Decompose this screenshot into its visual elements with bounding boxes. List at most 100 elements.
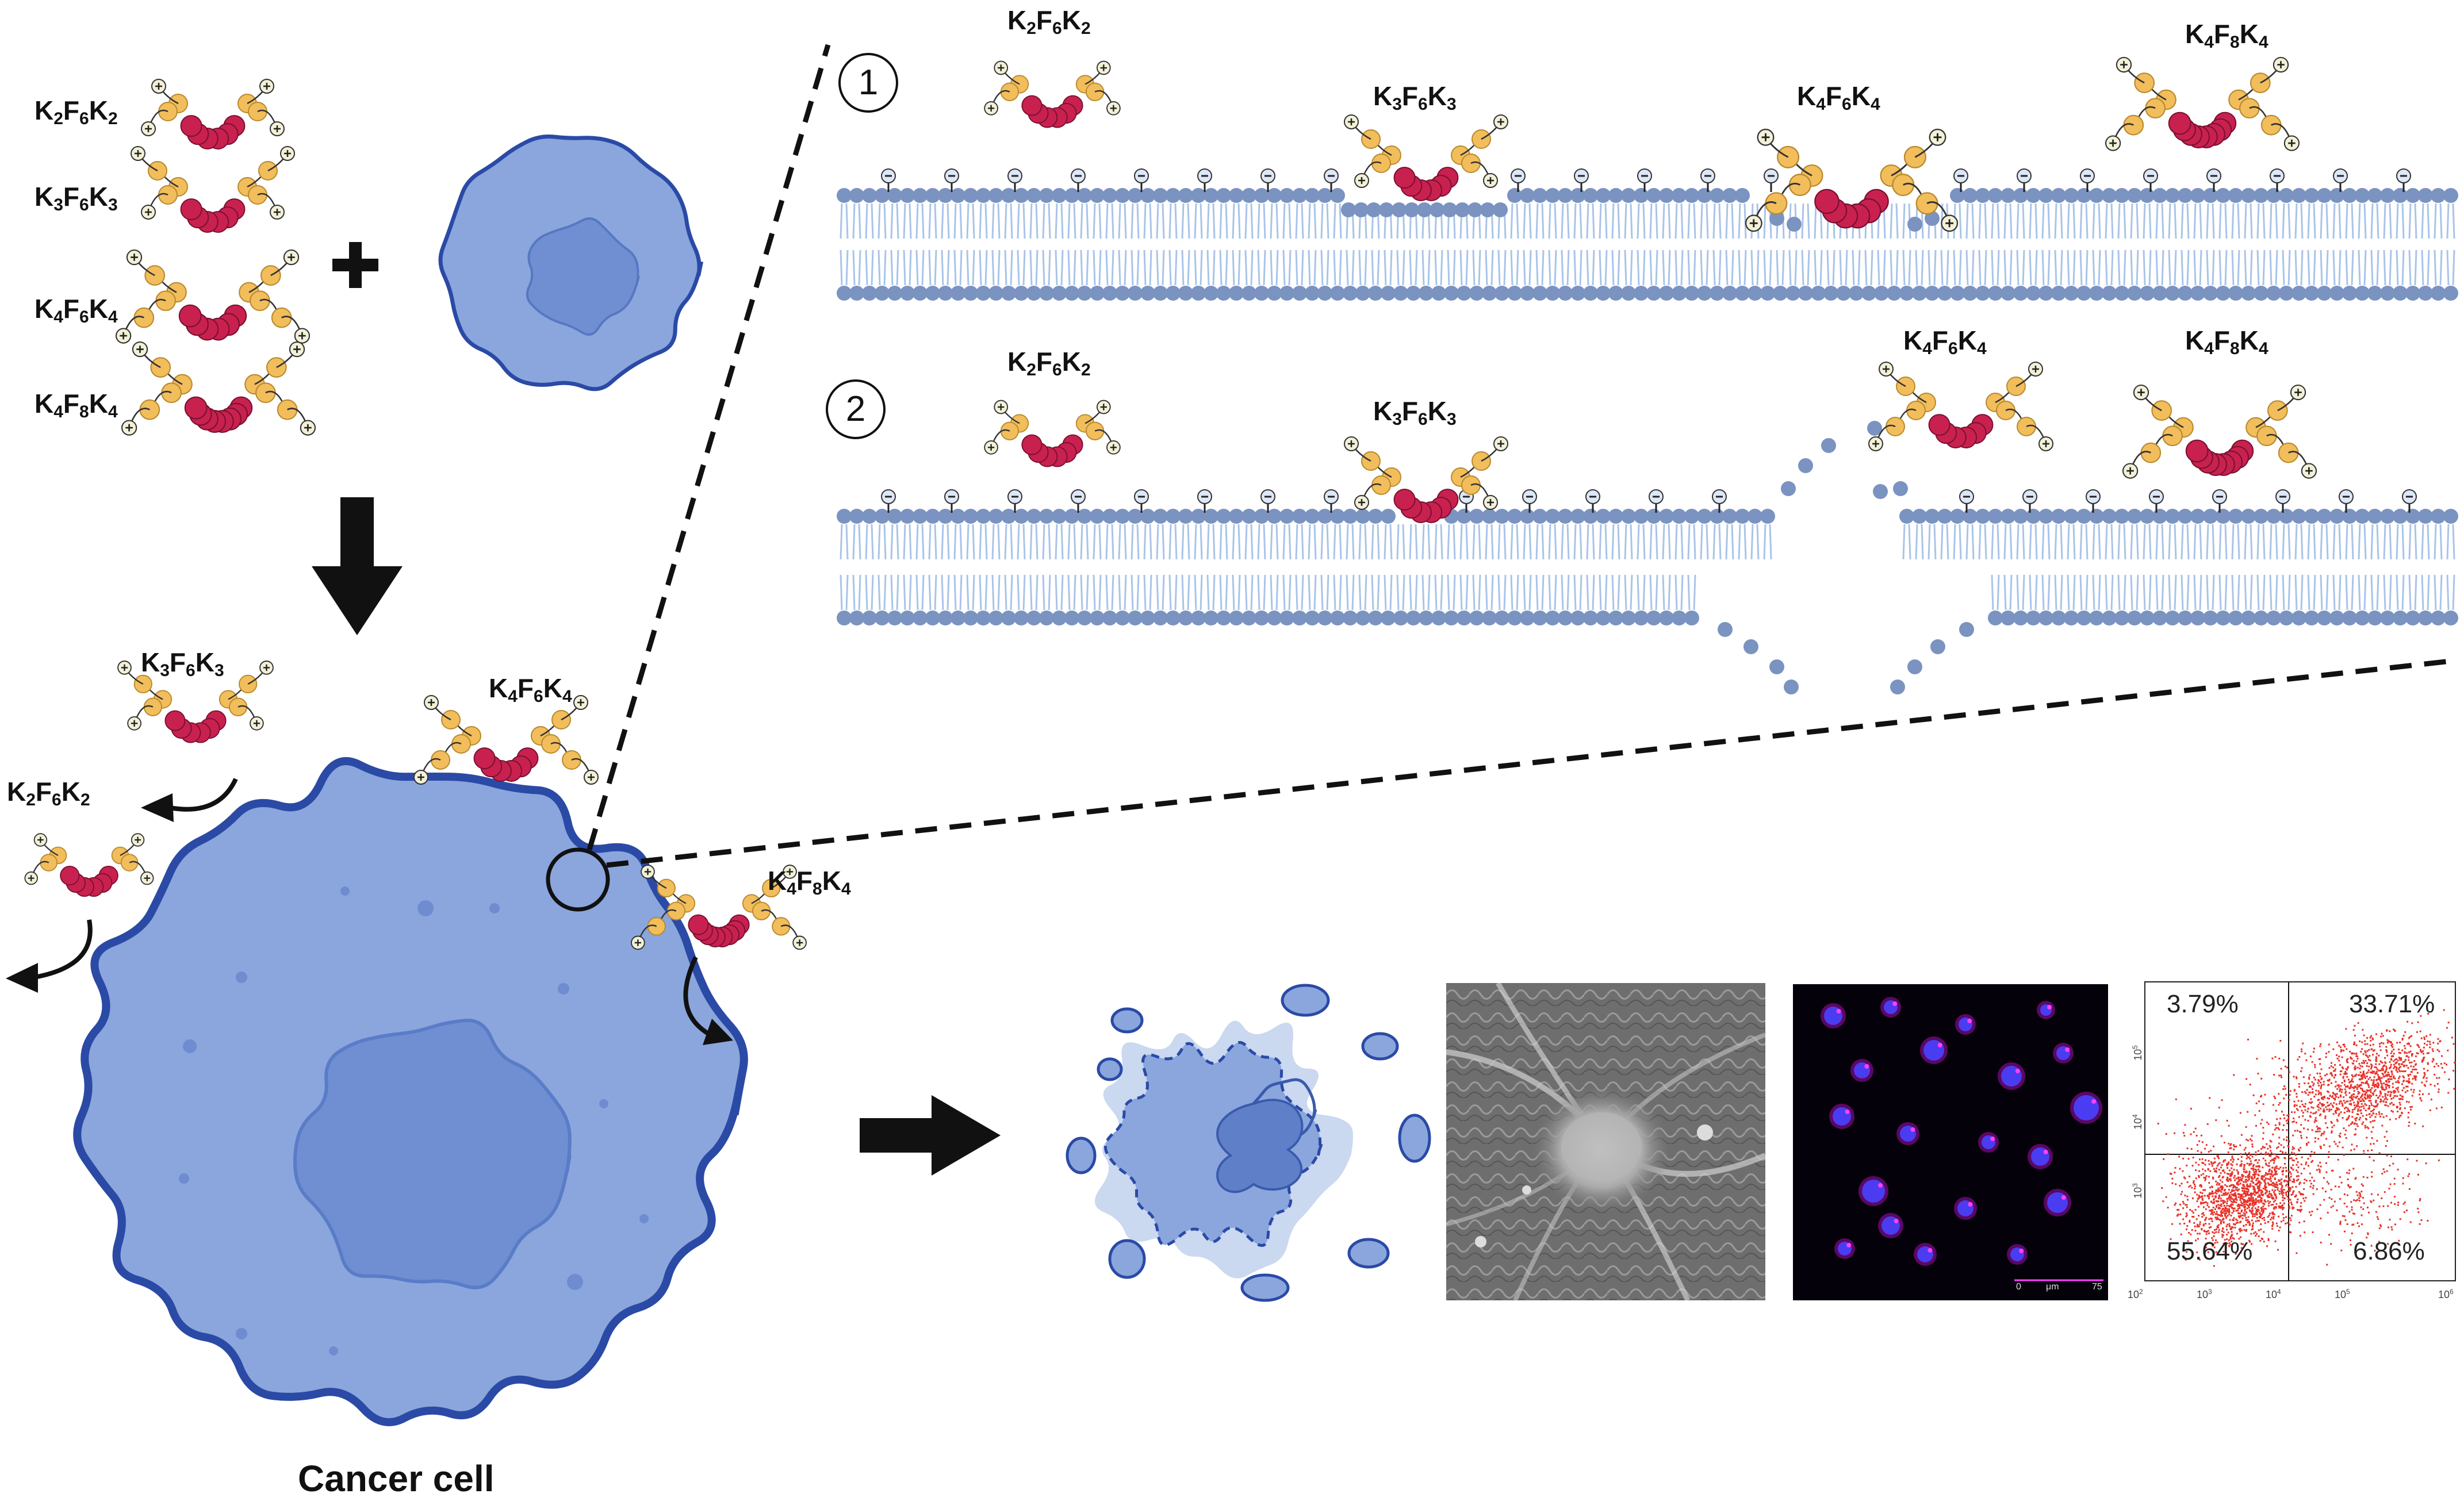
flow-event <box>2310 1102 2312 1104</box>
lipid-head <box>1469 509 1484 524</box>
flow-event <box>2249 1084 2251 1086</box>
flow-event <box>2355 1119 2357 1122</box>
flow-cytometry-plot <box>2144 981 2456 1281</box>
flow-event <box>2198 1170 2201 1172</box>
flow-event <box>2419 1097 2421 1100</box>
flow-event <box>2402 1096 2404 1098</box>
lipid-head <box>1001 286 1016 301</box>
flow-event <box>2375 1058 2378 1060</box>
flow-event <box>2319 1114 2321 1116</box>
flow-event <box>2179 1213 2182 1215</box>
flow-event <box>2264 1188 2266 1191</box>
flow-event <box>2248 1152 2250 1154</box>
quadrant-upper-left-value: 3.79% <box>2167 990 2239 1018</box>
flow-event <box>2248 1172 2251 1174</box>
flow-event <box>2316 1169 2318 1171</box>
flow-event <box>2331 1104 2333 1107</box>
flow-event <box>2221 1188 2223 1191</box>
flow-event <box>2374 1105 2377 1107</box>
lipid-tail <box>1965 524 1975 560</box>
flow-event <box>2201 1195 2204 1197</box>
flow-event <box>2307 1082 2309 1085</box>
lipid-head <box>976 286 991 301</box>
lipid-tail <box>2370 574 2379 611</box>
flow-event <box>2402 1061 2404 1064</box>
flow-event <box>2333 1141 2336 1143</box>
flow-event <box>2293 1100 2296 1103</box>
lipid-tail <box>1181 574 1190 611</box>
flow-event <box>2226 1234 2228 1236</box>
lipid-head-shifted <box>1417 202 1432 217</box>
flow-event <box>2260 1210 2263 1212</box>
flow-event <box>2347 1185 2350 1187</box>
flow-event <box>2184 1124 2186 1126</box>
flow-event <box>2226 1198 2228 1200</box>
flow-event <box>2224 1215 2226 1217</box>
plus-sign <box>1945 219 1954 228</box>
lipid-head <box>887 188 902 203</box>
flow-event <box>2174 1166 2176 1169</box>
apoptotic-body <box>1347 1238 1390 1269</box>
flow-event <box>2329 1103 2332 1105</box>
cationic-residue <box>2140 442 2162 463</box>
lipid-tail <box>1523 574 1532 611</box>
flow-event <box>2291 1146 2294 1148</box>
lipid-tail <box>2345 574 2354 611</box>
flow-event <box>2301 1091 2304 1093</box>
flow-event <box>2354 1067 2356 1069</box>
flow-event <box>2247 1038 2249 1041</box>
flow-event <box>2267 1238 2270 1240</box>
flow-event <box>2370 1035 2373 1037</box>
flow-event <box>2358 1192 2360 1194</box>
lipid-tail <box>1687 524 1696 560</box>
flow-event <box>2401 1098 2404 1100</box>
flow-event <box>2233 1200 2236 1203</box>
flow-event <box>2217 1207 2220 1210</box>
flow-event <box>2332 1095 2334 1097</box>
flow-event <box>2243 1199 2245 1201</box>
lipid-tail <box>2332 574 2342 611</box>
lipid-tail <box>1978 524 1987 560</box>
flow-event <box>2249 1210 2251 1212</box>
flow-event <box>2303 1220 2305 1223</box>
lipid-head <box>1684 611 1699 625</box>
flow-event <box>2351 1095 2353 1097</box>
flow-event <box>2179 1203 2181 1205</box>
lipid-tail <box>1067 574 1076 611</box>
flow-event <box>2273 1216 2275 1218</box>
flow-event <box>2354 1134 2356 1136</box>
hydrophobic-residue <box>164 710 186 731</box>
flow-event <box>2379 1045 2381 1047</box>
flow-event <box>2405 1065 2408 1067</box>
flow-event <box>2300 1131 2302 1133</box>
release-arrow-k2-head <box>6 963 38 993</box>
flow-event <box>2174 1204 2176 1206</box>
lipid-head <box>1545 286 1560 301</box>
flow-event <box>2267 1220 2270 1223</box>
flow-event <box>2216 1184 2218 1186</box>
lipid-head <box>1773 286 1788 301</box>
lipid-head <box>2418 509 2433 524</box>
flow-event <box>2329 1072 2332 1074</box>
flow-event <box>2236 1183 2238 1185</box>
lipid-tail <box>1459 249 1469 286</box>
flow-event <box>2278 1057 2281 1059</box>
lipid-head <box>1330 611 1345 625</box>
flow-event <box>2373 1105 2375 1107</box>
flow-event <box>2312 1088 2314 1091</box>
lipid-head <box>988 611 1003 625</box>
flow-event <box>2385 1115 2388 1117</box>
flow-event <box>2221 1099 2223 1101</box>
stained-dot <box>2015 1069 2020 1073</box>
lipid-tail <box>2105 524 2114 560</box>
flow-event <box>2245 1193 2248 1196</box>
y-tick-2: 104 <box>2130 1114 2144 1130</box>
lipid-head <box>2127 611 2142 625</box>
lipid-head <box>1532 509 1547 524</box>
lipid-head <box>1153 188 1168 203</box>
flow-event <box>2320 1087 2322 1089</box>
flow-event <box>2339 1220 2342 1223</box>
lipid-tail <box>941 574 950 611</box>
flow-event <box>2378 1084 2380 1086</box>
flow-event <box>2249 1157 2251 1160</box>
